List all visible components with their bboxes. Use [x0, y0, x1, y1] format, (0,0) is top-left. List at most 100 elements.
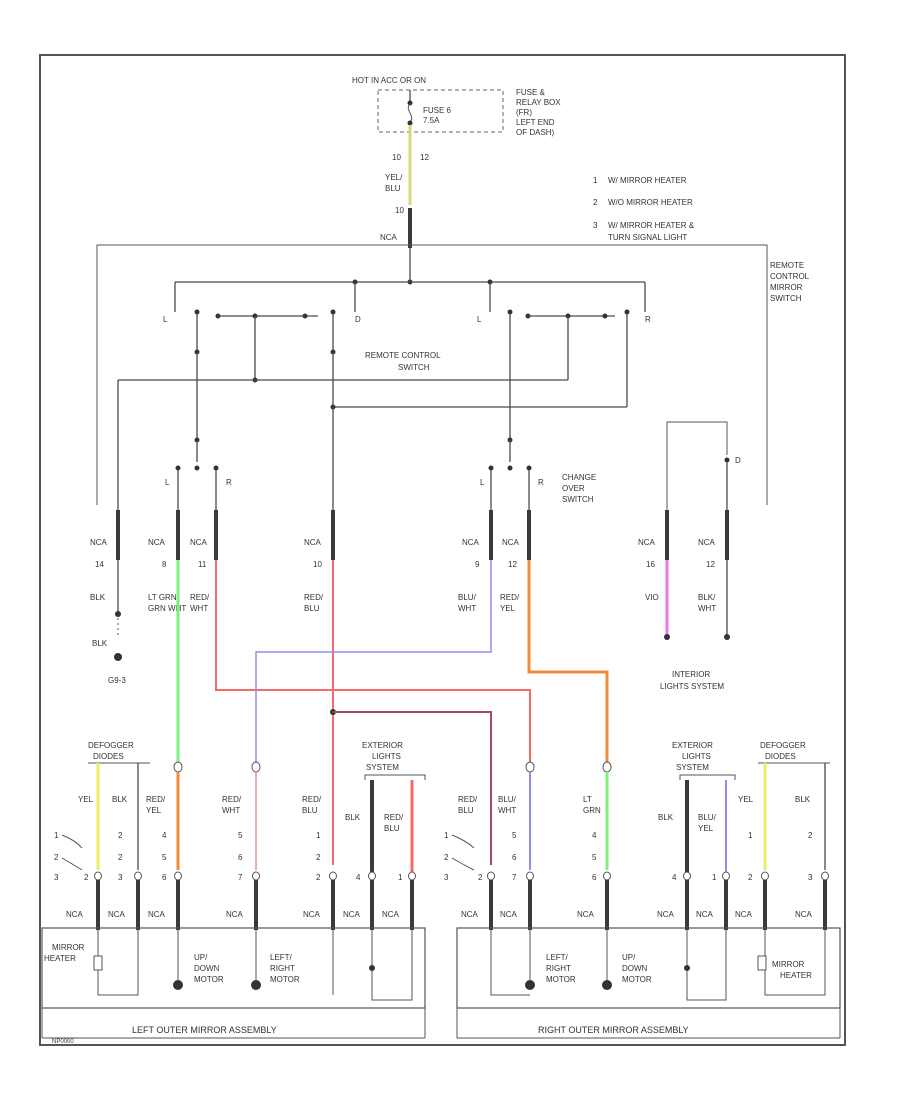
ext-lights-left-label-0: EXTERIOR	[362, 741, 403, 750]
left-motor2-label-0: LEFT/	[270, 953, 293, 962]
wire-label-redwht-0: RED/	[190, 593, 210, 602]
ground-label: G9-3	[108, 676, 126, 685]
asm-nca-13: NCA	[795, 910, 813, 919]
left-wire-yel: YEL	[78, 795, 94, 804]
fuse-label: FUSE 6	[423, 106, 452, 115]
ext-lights-right-label-1: LIGHTS	[682, 752, 711, 761]
power-pin-lower: 10	[395, 206, 404, 215]
conn-pin-5: 12	[508, 560, 517, 569]
right-motor2-label-2: MOTOR	[622, 975, 652, 984]
wire-red-white	[215, 560, 531, 765]
left-wire-redblu-1: BLU	[302, 806, 318, 815]
asm-nca-11: NCA	[696, 910, 714, 919]
wire-red-yel	[527, 560, 609, 765]
asm-nca-0: NCA	[66, 910, 84, 919]
wire-label-redyel-0: RED/	[500, 593, 520, 602]
left-pin-5: 4	[356, 873, 361, 882]
wire-label-ltgrn-0: LT GRN/	[148, 593, 180, 602]
left-wire-redwht-1: WHT	[222, 806, 240, 815]
defogger-left-label-0: DEFOGGER	[88, 741, 134, 750]
co-right-pos-r: R	[538, 478, 544, 487]
left-pin-6: 1	[398, 873, 403, 882]
left-wire-redblu2-0: RED/	[384, 813, 404, 822]
wire-label-redblu-1: BLU	[304, 604, 320, 613]
conn-pin-3: 10	[313, 560, 322, 569]
wire-label-redyel-1: YEL	[500, 604, 516, 613]
conn-pin-7: 12	[706, 560, 715, 569]
right-mirror-heater	[757, 955, 767, 971]
asm-nca-8: NCA	[500, 910, 518, 919]
svg-text:5: 5	[592, 853, 597, 862]
conn-nca-7: NCA	[698, 538, 716, 547]
wire-label-bluwht-1: WHT	[458, 604, 476, 613]
left-pin-3: 7	[238, 873, 243, 882]
left-leftright-motor	[251, 980, 261, 990]
right-heater-label-1: HEATER	[780, 971, 812, 980]
ext-lights-right-label-2: SYSTEM	[676, 763, 709, 772]
rc-left-pos-d: D	[355, 315, 361, 324]
asm-nca-2: NCA	[148, 910, 166, 919]
left-motor1-label-0: UP/	[194, 953, 208, 962]
asm-nca-7: NCA	[461, 910, 479, 919]
left-assembly-title: LEFT OUTER MIRROR ASSEMBLY	[132, 1025, 277, 1035]
asm-nca-10: NCA	[657, 910, 675, 919]
svg-text:1: 1	[748, 831, 753, 840]
note-num-2: 3	[593, 221, 598, 230]
fuse-box-note-1: RELAY BOX	[516, 98, 561, 107]
wire-label-redblu-0: RED/	[304, 593, 324, 602]
svg-text:6: 6	[512, 853, 517, 862]
diagram-frame	[39, 54, 846, 1046]
left-wire-redblu-0: RED/	[302, 795, 322, 804]
left-pin-4: 2	[316, 873, 321, 882]
left-wire-redyel-1: YEL	[146, 806, 162, 815]
footer-code: NP0000	[52, 1039, 74, 1045]
wire-label-bluwht-0: BLU/	[458, 593, 477, 602]
right-wire-bluyel-0: BLU/	[698, 813, 717, 822]
svg-text:4: 4	[592, 831, 597, 840]
wire-maroon	[333, 711, 492, 865]
left-pin-2: 6	[162, 873, 167, 882]
right-leftright-motor	[525, 980, 535, 990]
asm-nca-9: NCA	[577, 910, 595, 919]
conn-pin-4: 9	[475, 560, 480, 569]
rcm-switch-label-1: CONTROL	[770, 272, 810, 281]
conn-nca-3: NCA	[304, 538, 322, 547]
left-pin-1: 3	[118, 873, 123, 882]
right-pin-0: 2	[478, 873, 483, 882]
right-heater-label-0: MIRROR	[772, 960, 805, 969]
right-variant-3: 3	[444, 873, 449, 882]
left-wire-blk: BLK	[112, 795, 128, 804]
conn-nca-6: NCA	[638, 538, 656, 547]
rcm-switch-label-2: MIRROR	[770, 283, 803, 292]
left-motor2-label-1: RIGHT	[270, 964, 295, 973]
fuse-box-note-3: LEFT END	[516, 118, 555, 127]
left-outer-mirror-assembly: LEFT OUTER MIRROR ASSEMBLY MIRROR HEATER…	[41, 927, 426, 1039]
remote-control-mirror-switch-outline	[96, 244, 768, 505]
svg-text:2: 2	[808, 831, 813, 840]
right-wire-yel: YEL	[738, 795, 754, 804]
power-source-label: HOT IN ACC OR ON	[352, 76, 426, 85]
conn-nca-5: NCA	[502, 538, 520, 547]
svg-text:5: 5	[162, 853, 167, 862]
asm-nca-4: NCA	[303, 910, 321, 919]
left-wire-blk2: BLK	[345, 813, 361, 822]
svg-text:6: 6	[238, 853, 243, 862]
fuse-box-note-0: FUSE &	[516, 88, 546, 97]
defogger-right-label-1: DIODES	[765, 752, 796, 761]
power-nca-label: NCA	[380, 233, 398, 242]
right-motor2-label-0: UP/	[622, 953, 636, 962]
right-variant-1: 1	[444, 831, 449, 840]
note-text-1: W/O MIRROR HEATER	[608, 198, 693, 207]
wire-blu-wht	[255, 560, 492, 765]
rcm-switch-label-3: SWITCH	[770, 294, 802, 303]
interior-lights-label-1: LIGHTS SYSTEM	[660, 682, 724, 691]
conn-pin-2: 11	[198, 560, 207, 569]
power-wire-color-0: YEL/	[385, 173, 403, 182]
co-left-pos-l: L	[165, 478, 170, 487]
lights-switch-pin: D	[735, 456, 741, 465]
ground-wire-label: BLK	[92, 639, 108, 648]
svg-text:2: 2	[316, 853, 321, 862]
note-num-1: 2	[593, 198, 598, 207]
conn-nca-4: NCA	[462, 538, 480, 547]
fuse-rating: 7.5A	[423, 116, 440, 125]
